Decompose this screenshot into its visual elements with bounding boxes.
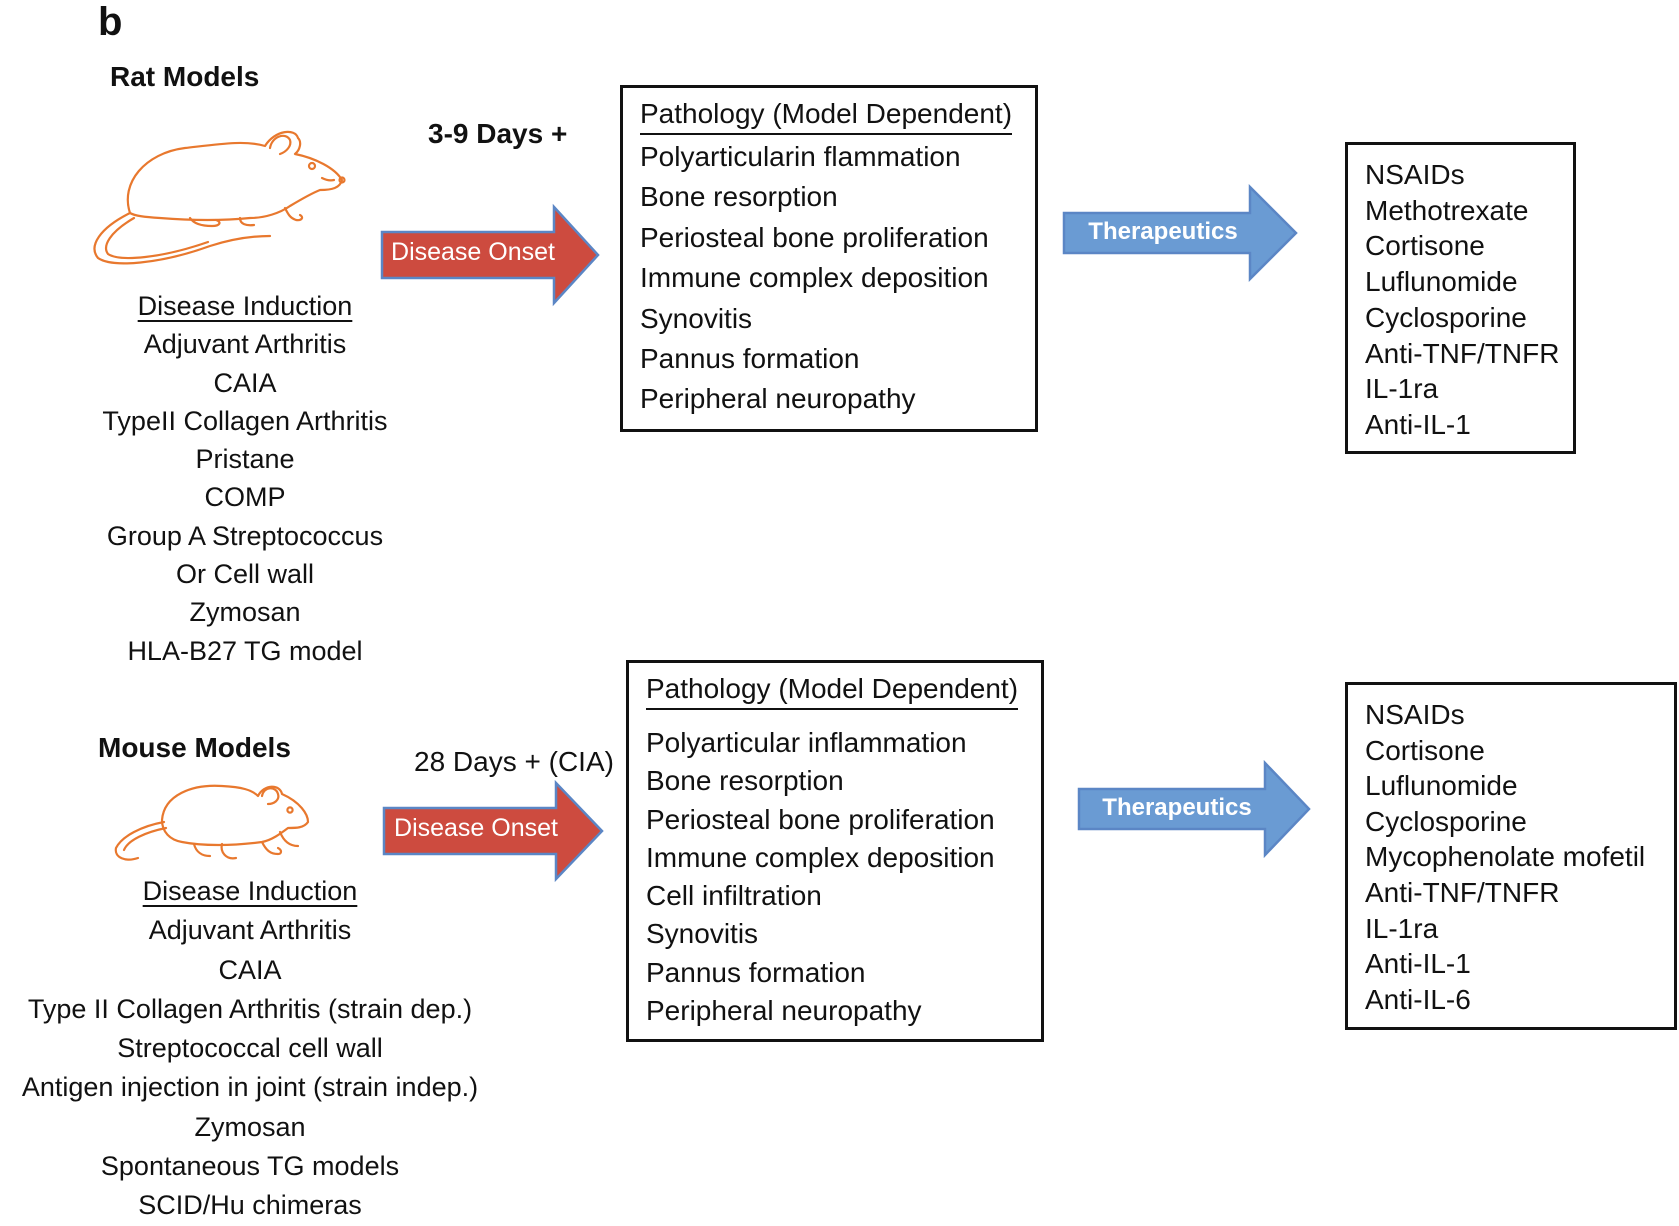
mouse-pathology-item: Polyarticular inflammation — [646, 727, 967, 758]
mouse-induction-item: CAIA — [218, 954, 282, 985]
rat-therapeutics-arrow: Therapeutics — [1062, 183, 1298, 283]
rat-induction-item: Or Cell wall — [175, 559, 315, 590]
rat-onset-duration: 3-9 Days + — [428, 118, 568, 149]
mouse-induction-item: Streptococcal cell wall — [117, 1033, 383, 1064]
mouse-therapeutic-item: Anti-TNF/TNFR — [1365, 876, 1560, 908]
mouse-therapeutic-item: Anti-IL-1 — [1365, 948, 1471, 980]
rat-therapeutic-item: Cortisone — [1365, 230, 1485, 262]
mouse-induction-heading: Disease Induction — [142, 876, 358, 906]
mouse-therapeutic-item: Mycophenolate mofetil — [1365, 841, 1646, 873]
rat-therapeutics-box: NSAIDs Methotrexate Cortisone Luflunomid… — [1345, 142, 1576, 454]
mouse-onset-duration: 28 Days + (CIA) — [414, 746, 614, 777]
rat-pathology-box: Pathology (Model Dependent) Polyarticula… — [620, 85, 1038, 432]
mouse-therapeutics-label: Therapeutics — [1102, 794, 1252, 821]
mouse-induction-item: Spontaneous TG models — [100, 1151, 400, 1182]
mouse-therapeutic-item: Cyclosporine — [1365, 805, 1527, 837]
mouse-disease-induction: Disease Induction Adjuvant Arthritis CAI… — [0, 872, 500, 1226]
mouse-induction-item: Adjuvant Arthritis — [148, 915, 352, 946]
mouse-disease-onset-label: Disease Onset — [394, 814, 558, 842]
rat-pathology-heading: Pathology (Model Dependent) — [640, 98, 1013, 135]
mouse-pathology-heading: Pathology (Model Dependent) — [646, 673, 1019, 710]
mouse-disease-onset-arrow: Disease Onset — [382, 779, 604, 883]
rat-induction-item: CAIA — [213, 367, 277, 398]
rat-disease-onset-arrow: Disease Onset — [380, 203, 600, 307]
rat-therapeutic-item: NSAIDs — [1365, 159, 1465, 190]
mouse-therapeutic-item: NSAIDs — [1365, 699, 1465, 730]
mouse-induction-item: Zymosan — [194, 1111, 306, 1142]
mouse-icon — [112, 770, 312, 870]
rat-induction-item: Adjuvant Arthritis — [143, 329, 347, 360]
rat-induction-item: TypeII Collagen Arthritis — [102, 405, 388, 436]
rat-therapeutic-item: IL-1ra — [1365, 373, 1439, 405]
panel-label: b — [98, 0, 123, 44]
rat-disease-onset-label: Disease Onset — [391, 238, 555, 266]
mouse-pathology-item: Cell infiltration — [646, 880, 822, 912]
rat-therapeutic-item: Methotrexate — [1365, 194, 1529, 226]
mouse-pathology-item: Bone resorption — [646, 765, 844, 797]
rat-induction-item: HLA-B27 TG model — [127, 635, 363, 666]
rat-pathology-item: Peripheral neuropathy — [640, 383, 916, 415]
rat-pathology-item: Pannus formation — [640, 343, 860, 375]
rat-therapeutic-item: Cyclosporine — [1365, 301, 1527, 333]
mouse-pathology-item: Synovitis — [646, 918, 759, 950]
rat-pathology-item: Bone resorption — [640, 181, 838, 213]
mouse-pathology-box: Pathology (Model Dependent) Polyarticula… — [626, 660, 1044, 1042]
mouse-pathology-item: Immune complex deposition — [646, 841, 995, 873]
rat-models-title: Rat Models — [110, 61, 260, 92]
rat-pathology-item: Synovitis — [640, 302, 753, 334]
rat-icon — [90, 118, 350, 278]
mouse-induction-item: Antigen injection in joint (strain indep… — [21, 1072, 479, 1103]
mouse-pathology-item: Pannus formation — [646, 956, 866, 988]
mouse-models-title: Mouse Models — [98, 732, 291, 763]
rat-therapeutics-label: Therapeutics — [1088, 218, 1238, 245]
rat-therapeutic-item: Anti-IL-1 — [1365, 408, 1471, 440]
mouse-therapeutic-item: Cortisone — [1365, 734, 1485, 766]
rat-pathology-item: Periosteal bone proliferation — [640, 221, 989, 253]
mouse-pathology-item: Periosteal bone proliferation — [646, 803, 995, 835]
mouse-induction-item: SCID/Hu chimeras — [138, 1190, 362, 1221]
mouse-therapeutic-item: Luflunomide — [1365, 770, 1518, 802]
rat-induction-item: Zymosan — [189, 597, 301, 628]
rat-induction-heading: Disease Induction — [137, 291, 353, 321]
rat-induction-item: Group A Streptococcus — [106, 520, 384, 551]
mouse-therapeutics-arrow: Therapeutics — [1077, 759, 1311, 859]
rat-induction-item: COMP — [204, 482, 286, 513]
mouse-induction-item: Type II Collagen Arthritis (strain dep.) — [27, 993, 473, 1024]
mouse-therapeutic-item: IL-1ra — [1365, 912, 1439, 944]
mouse-therapeutics-box: NSAIDs Cortisone Luflunomide Cyclosporin… — [1345, 682, 1677, 1030]
rat-pathology-item: Polyarticularin flammation — [640, 141, 961, 172]
rat-disease-induction: Disease Induction Adjuvant Arthritis CAI… — [74, 287, 416, 670]
mouse-pathology-item: Peripheral neuropathy — [646, 995, 922, 1027]
rat-induction-item: Pristane — [195, 444, 295, 475]
rat-pathology-item: Immune complex deposition — [640, 262, 989, 294]
mouse-therapeutic-item: Anti-IL-6 — [1365, 983, 1471, 1015]
rat-therapeutic-item: Anti-TNF/TNFR — [1365, 337, 1560, 369]
rat-therapeutic-item: Luflunomide — [1365, 266, 1518, 298]
